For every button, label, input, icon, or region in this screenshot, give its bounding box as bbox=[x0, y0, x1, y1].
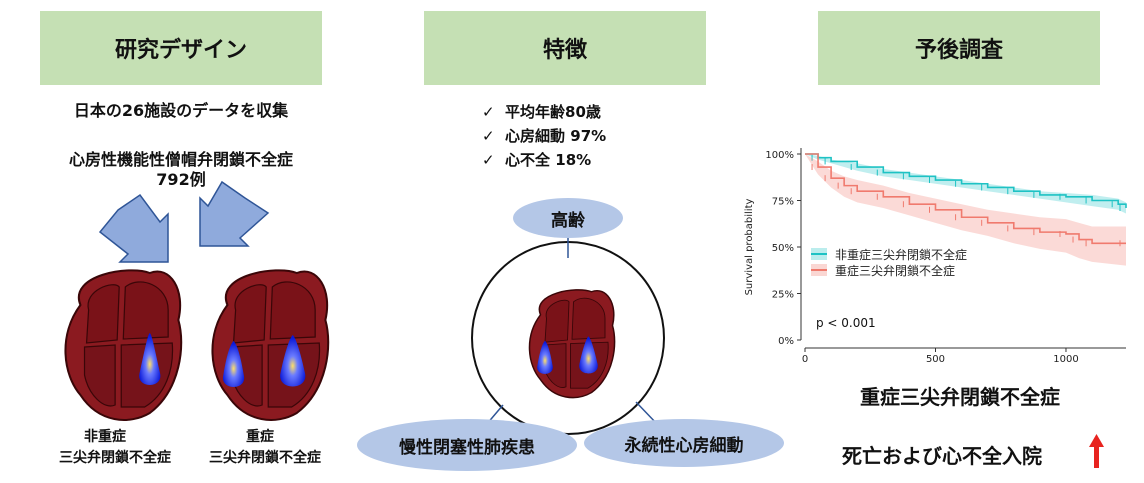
ci-band-severe bbox=[805, 154, 1126, 266]
y-tick-label: 25% bbox=[772, 290, 794, 301]
oval-copd: 慢性閉塞性肺疾患 bbox=[357, 419, 577, 471]
design-line-3: 792例 bbox=[156, 170, 206, 189]
arrow-right bbox=[199, 180, 270, 247]
header-study-design: 研究デザイン bbox=[40, 11, 322, 85]
label-severe: 重症 bbox=[246, 429, 274, 445]
km-chart: 0% 25% 50% 75% 100% 0 500 1000 Survival probabil… bbox=[744, 148, 1127, 365]
y-tick-label: 50% bbox=[772, 243, 794, 254]
header-prognosis: 予後調査 bbox=[818, 11, 1100, 85]
legend-label: 重症三尖弁閉鎖不全症 bbox=[835, 263, 955, 278]
x-tick-label: 500 bbox=[926, 354, 945, 365]
outcome-label: 死亡および心不全入院 bbox=[842, 444, 1042, 468]
y-axis-label: Survival probability bbox=[744, 198, 755, 295]
oval-elderly: 高齢 bbox=[513, 198, 623, 238]
p-value-annotation: p < 0.001 bbox=[816, 316, 876, 330]
label-non-severe-tr: 三尖弁閉鎖不全症 bbox=[59, 450, 171, 466]
header-features: 特徴 bbox=[424, 11, 706, 85]
km-line-severe bbox=[805, 153, 1126, 245]
check-icon: ✓ bbox=[482, 151, 495, 169]
check-icon: ✓ bbox=[482, 127, 495, 145]
heart-severe bbox=[211, 269, 330, 421]
features-list: ✓ 平均年齢80歳 ✓ 心房細動 97% ✓ 心不全 18% bbox=[482, 100, 606, 172]
km-line-non-severe bbox=[805, 153, 1127, 208]
x-tick-label: 1000 bbox=[1053, 354, 1078, 365]
design-line-2: 心房性機能性僧帽弁閉鎖不全症 bbox=[68, 150, 293, 169]
feature-item: ✓ 心不全 18% bbox=[482, 151, 592, 169]
feature-item: ✓ 心房細動 97% bbox=[482, 127, 607, 145]
label-non-severe: 非重症 bbox=[84, 429, 126, 445]
legend-swatch-bg bbox=[811, 248, 827, 260]
check-icon: ✓ bbox=[482, 103, 495, 121]
increase-arrow-icon bbox=[1089, 434, 1104, 468]
arrow-left bbox=[98, 193, 169, 263]
oval-permanent-af: 永続性心房細動 bbox=[584, 419, 784, 467]
y-tick-label: 100% bbox=[765, 150, 794, 161]
x-tick-label: 0 bbox=[802, 354, 808, 365]
label-severe-tr: 三尖弁閉鎖不全症 bbox=[209, 450, 321, 466]
y-tick-label: 75% bbox=[772, 197, 794, 208]
legend-label: 非重症三尖弁閉鎖不全症 bbox=[835, 247, 967, 262]
legend-swatch-bg bbox=[811, 264, 827, 276]
design-line-1: 日本の26施設のデータを収集 bbox=[73, 101, 289, 120]
severe-tr-label: 重症三尖弁閉鎖不全症 bbox=[860, 385, 1060, 409]
feature-item: ✓ 平均年齢80歳 bbox=[482, 103, 601, 121]
heart-non-severe bbox=[64, 269, 183, 421]
y-tick-label: 0% bbox=[778, 336, 794, 347]
heart-small bbox=[528, 289, 616, 399]
